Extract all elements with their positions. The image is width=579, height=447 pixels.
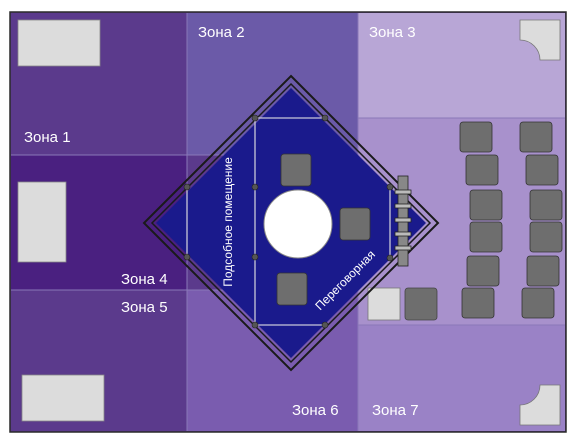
seating-area (459, 121, 563, 319)
truss-inner (150, 82, 432, 364)
zone-label-4: Зона 4 (121, 271, 168, 288)
audience-chair[interactable] (465, 154, 499, 186)
side-chair[interactable] (404, 287, 438, 321)
zone-label-7: Зона 7 (372, 402, 419, 419)
audience-chair[interactable] (521, 287, 555, 319)
zone-label-6: Зона 6 (292, 402, 339, 419)
audience-chair[interactable] (525, 154, 559, 186)
meeting-chair-right[interactable] (339, 207, 371, 241)
audience-chair[interactable] (466, 255, 500, 287)
stand: Подсобное помещение Переговорная (142, 74, 440, 372)
audience-chair[interactable] (526, 255, 560, 287)
zone-label-5: Зона 5 (121, 299, 168, 316)
panel-zone-4 (17, 181, 67, 263)
audience-chair[interactable] (461, 287, 495, 319)
panel-zone-1 (17, 19, 101, 67)
zone-label-2: Зона 2 (198, 24, 245, 41)
side-table-light (367, 287, 401, 321)
truss-outer (142, 74, 440, 372)
audience-chair[interactable] (459, 121, 493, 153)
meeting-table (263, 189, 333, 259)
audience-chair[interactable] (519, 121, 553, 153)
door-zone-7 (519, 384, 561, 426)
panel-zone-5 (21, 374, 105, 422)
room-label-utility: Подсобное помещение (221, 157, 235, 287)
audience-chair[interactable] (529, 221, 563, 253)
zone-label-1: Зона 1 (24, 129, 71, 146)
door-zone-3 (519, 19, 561, 61)
audience-chair[interactable] (529, 189, 563, 221)
audience-chair[interactable] (469, 189, 503, 221)
meeting-chair-top[interactable] (280, 153, 312, 187)
zone-label-3: Зона 3 (369, 24, 416, 41)
audience-chair[interactable] (469, 221, 503, 253)
meeting-chair-bottom[interactable] (276, 272, 308, 306)
